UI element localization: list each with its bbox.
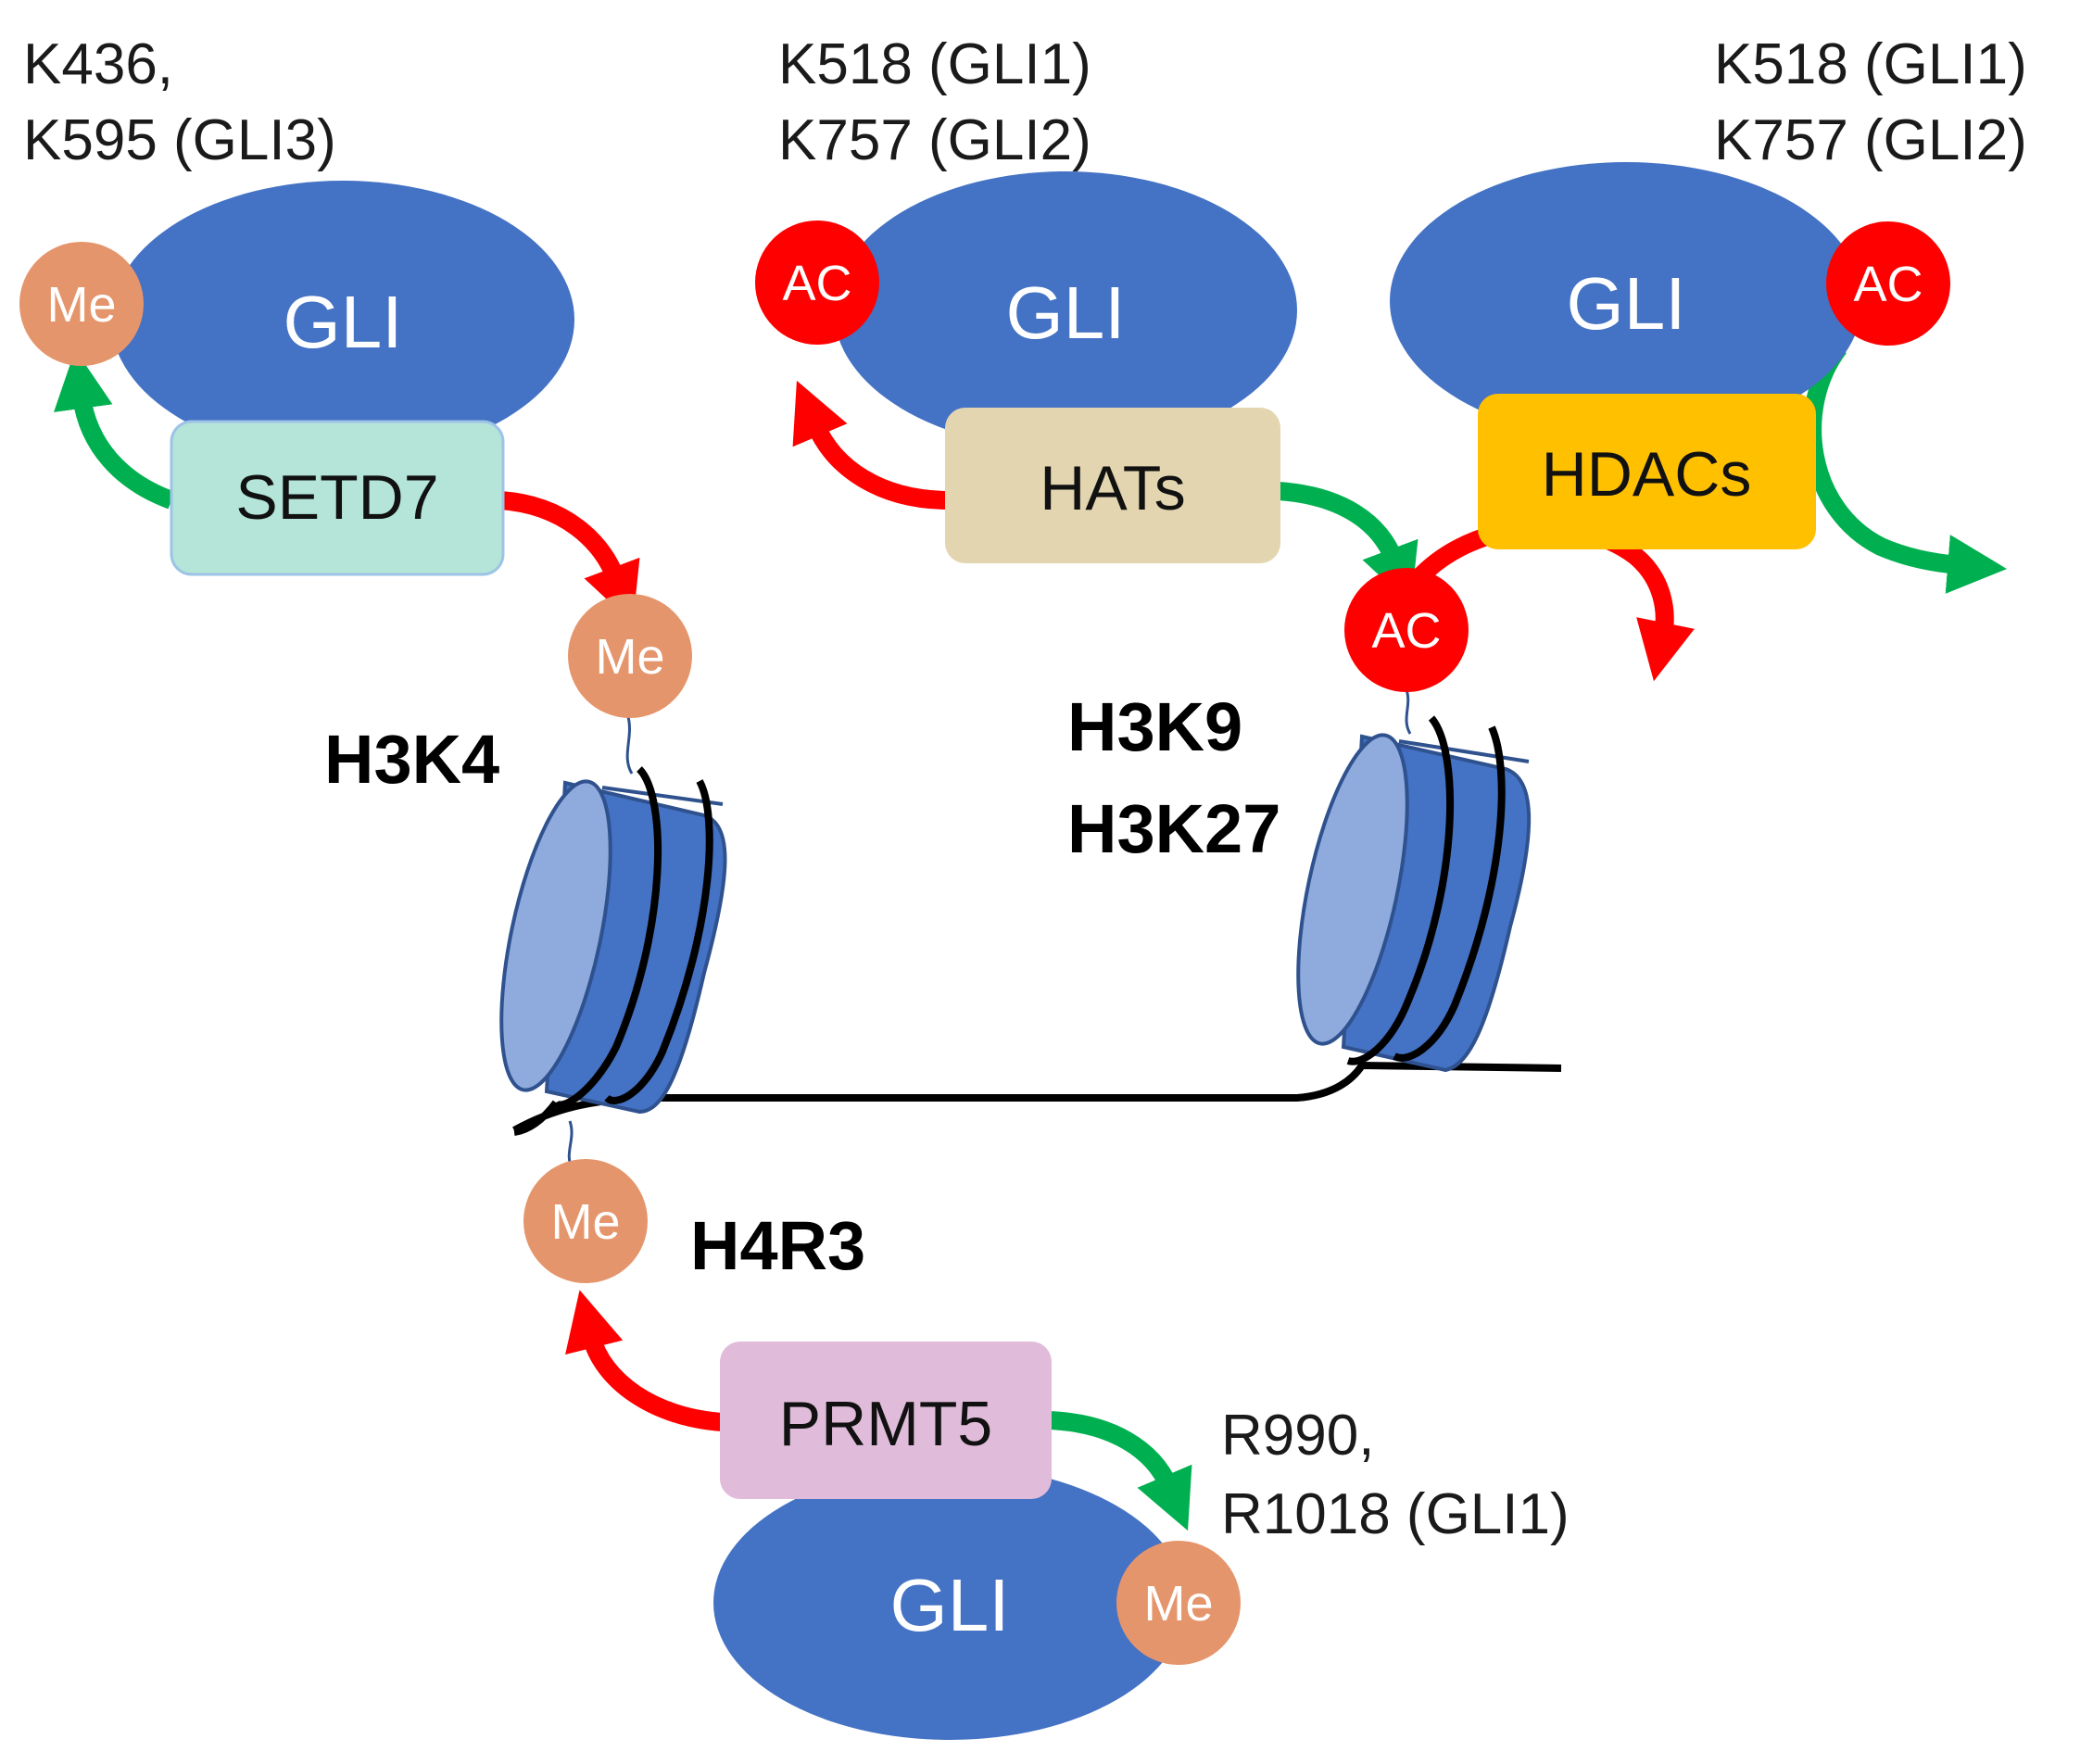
methyl-mark [568, 594, 692, 718]
prmt5-module: GLI PRMT5 Me R990, R1018 (GLI1) [713, 1342, 1570, 1740]
methyl-mark-label: Me [550, 1194, 620, 1250]
gli-label: GLI [890, 1564, 1010, 1646]
gli-protein [1390, 162, 1862, 440]
h3k27-label: H3K27 [1067, 790, 1280, 867]
gli3-site-line1: K436, [23, 32, 173, 96]
gli1-gli2-site-line1: K518 (GLI1) [1714, 32, 2027, 96]
h3k9-label: H3K9 [1067, 688, 1242, 765]
hdacs-module: GLI HDACs AC K518 (GLI1) K757 (GLI2) [1390, 32, 2027, 549]
methyl-mark-label: Me [1143, 1576, 1213, 1632]
setd7-label: SETD7 [235, 462, 438, 533]
prmt5-box [720, 1342, 1052, 1499]
hats-gli-acetylation-arrow [792, 380, 951, 510]
hats-label: HATs [1040, 453, 1185, 523]
gli1-gli2-site-line2: K757 (GLI2) [1714, 108, 2027, 172]
gli1-site-line1: R990, [1221, 1404, 1374, 1468]
h3k4-mark: Me H3K4 [324, 594, 692, 798]
gli3-site-line2: K595 (GLI3) [23, 108, 336, 172]
gli-protein [111, 181, 574, 459]
prmt5-gli-methylation-arrow [1046, 1411, 1192, 1531]
prmt5-h4r3-arrow [565, 1290, 724, 1431]
acetyl-mark [1826, 221, 1950, 346]
h3k9-tail [1404, 687, 1412, 735]
methyl-mark [1116, 1541, 1241, 1665]
gli1-site-line2: R1018 (GLI1) [1221, 1482, 1570, 1546]
methyl-mark [523, 1159, 648, 1283]
acetyl-mark-label: AC [1371, 603, 1441, 659]
prmt5-label: PRMT5 [779, 1389, 992, 1459]
acetyl-mark-label: AC [1853, 257, 1923, 312]
gli-label: GLI [1006, 271, 1126, 354]
setd7-box [170, 420, 505, 576]
acetyl-mark [1344, 568, 1469, 692]
hats-box [945, 408, 1280, 563]
hats-histone-acetylation-arrow [1278, 482, 1418, 605]
setd7-module: GLI SETD7 Me K436, K595 (GLI3) [19, 32, 574, 576]
methyl-mark [19, 242, 144, 366]
gli-protein [713, 1466, 1186, 1740]
acetyl-mark [755, 220, 879, 345]
h3k4-label: H3K4 [324, 721, 499, 798]
nucleosome-right [1296, 715, 1532, 1073]
h4r3-label: H4R3 [690, 1207, 865, 1284]
setd7-h3k4-arrow [499, 491, 640, 624]
gli-label: GLI [1567, 262, 1686, 345]
hdacs-label: HDACs [1542, 439, 1752, 510]
h3k4-tail [625, 712, 634, 775]
hdacs-box [1478, 394, 1816, 549]
acetyl-mark-label: AC [782, 256, 851, 311]
h3k9-h3k27-mark: AC H3K9 H3K27 [1067, 568, 1469, 867]
methyl-mark-label: Me [595, 629, 664, 685]
gli1-gli2-site-line1: K518 (GLI1) [778, 32, 1091, 96]
gli-protein [834, 171, 1297, 449]
hdacs-gli-deacetylation-arrow [1803, 341, 2008, 594]
gli-label: GLI [284, 281, 403, 363]
h4r3-mark: Me H4R3 [523, 1159, 865, 1284]
hats-module: GLI HATs AC K518 (GLI1) K757 (GLI2) [755, 32, 1297, 563]
nucleosome-left [499, 766, 727, 1136]
methyl-mark-label: Me [46, 277, 116, 333]
setd7-gli-methylation-arrow [54, 349, 175, 510]
gli1-gli2-site-line2: K757 (GLI2) [778, 108, 1091, 172]
